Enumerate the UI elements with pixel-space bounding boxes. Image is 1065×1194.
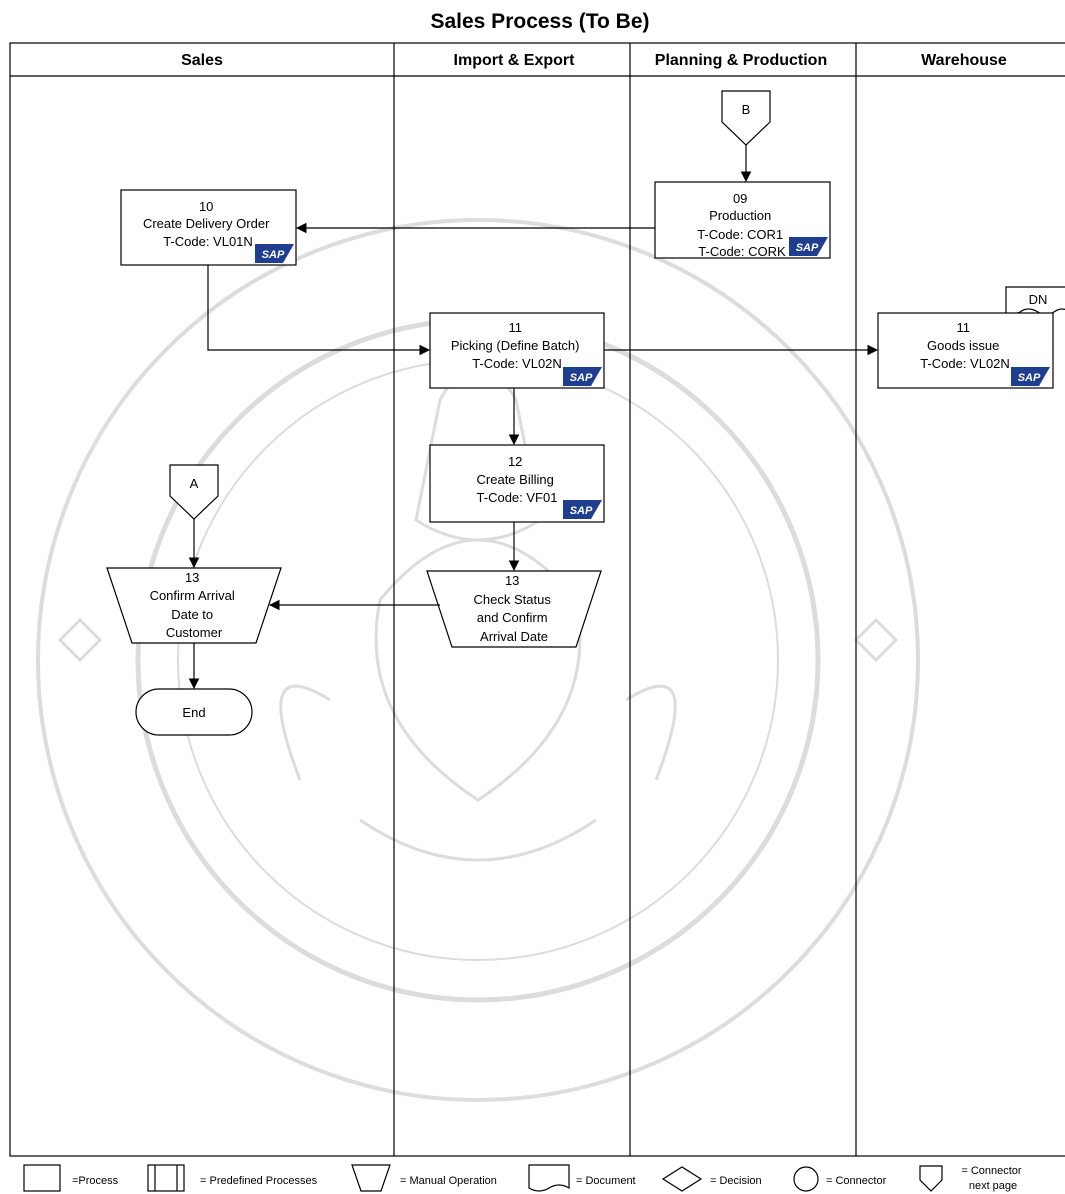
legend-manual-operation-icon <box>351 1164 391 1192</box>
svg-text:B: B <box>742 102 751 117</box>
manual-operation-13-check-status: 13 Check Status and Confirm Arrival Date <box>426 570 602 648</box>
sap-logo-icon: SAP <box>255 244 294 263</box>
diagram-title: Sales Process (To Be) <box>430 10 649 33</box>
process-10-create-delivery-order: 10 Create Delivery Order T-Code: VL01N S… <box>120 189 297 266</box>
legend-decision-icon <box>661 1166 703 1192</box>
process-11-goods-issue: DN 11 Goods issue T-Code: VL02N SAP <box>877 286 1065 389</box>
svg-text:13 Check Status an: 13 Check Status and Confirm Arrival Date <box>474 573 555 644</box>
legend-offpage-connector-icon <box>919 1165 943 1192</box>
svg-text:SAP: SAP <box>570 505 593 517</box>
sap-logo-icon: SAP <box>563 367 602 386</box>
legend-process-icon <box>23 1164 61 1192</box>
legend: =Process = Predefined Processes = Manual… <box>23 1164 1024 1192</box>
svg-text:SAP: SAP <box>1018 372 1041 384</box>
legend-connector-icon <box>793 1166 819 1192</box>
legend-process-label: =Process <box>72 1175 119 1187</box>
document-dn-label: DN <box>1029 292 1048 307</box>
legend-predefined-process-label: = Predefined Processes <box>200 1175 318 1187</box>
legend-offpage-connector-label: = Connector next page <box>961 1165 1024 1192</box>
legend-manual-operation-label: = Manual Operation <box>400 1175 497 1187</box>
svg-text:A: A <box>190 476 199 491</box>
terminator-end: End <box>135 688 253 736</box>
lane-header-sales: Sales <box>181 52 223 69</box>
legend-connector-label: = Connector <box>826 1175 887 1187</box>
svg-text:SAP: SAP <box>262 249 285 261</box>
svg-text:11 Goods issue T-C: 11 Goods issue T-Code: VL02N <box>920 320 1010 371</box>
manual-operation-13-confirm-arrival: 13 Confirm Arrival Date to Customer <box>106 567 282 644</box>
sap-logo-icon: SAP <box>563 500 602 519</box>
process-09-production: 09 Production T-Code: COR1 T-Code: CORK … <box>654 181 831 259</box>
svg-text:SAP: SAP <box>796 242 819 254</box>
flow-arrows <box>188 145 879 690</box>
legend-predefined-process-icon <box>147 1164 185 1192</box>
sap-logo-icon: SAP <box>789 237 828 256</box>
legend-document-label: = Document <box>576 1175 636 1187</box>
connector-a: A <box>169 464 219 520</box>
svg-text:09 Production T-Co: 09 Production T-Code: COR1 T-Code: CORK <box>697 191 787 259</box>
process-12-create-billing: 12 Create Billing T-Code: VF01 SAP <box>429 444 605 523</box>
svg-text:11 Picking (Define Batch: 11 Picking (Define Batch) T-Code: VL02N <box>451 320 583 371</box>
legend-decision-label: = Decision <box>710 1175 762 1187</box>
sap-logo-icon: SAP <box>1011 367 1050 386</box>
svg-text:10 Create Delivery Order: 10 Create Delivery Order T-Code: VL01N <box>143 199 273 249</box>
svg-text:SAP: SAP <box>570 372 593 384</box>
svg-text:12 Create Billing: 12 Create Billing T-Code: VF01 <box>477 454 558 505</box>
lane-header-warehouse: Warehouse <box>921 52 1007 69</box>
arrow-10-to-11 <box>207 265 431 356</box>
lane-header-import-export: Import & Export <box>454 52 576 69</box>
svg-text:End: End <box>182 705 205 720</box>
lane-header-planning-production: Planning & Production <box>655 52 827 69</box>
process-11-picking: 11 Picking (Define Batch) T-Code: VL02N … <box>429 312 605 389</box>
legend-document-icon <box>528 1164 570 1192</box>
svg-text:13 Confirm Arrival: 13 Confirm Arrival Date to Customer <box>150 570 239 640</box>
connector-b: B <box>721 90 771 146</box>
